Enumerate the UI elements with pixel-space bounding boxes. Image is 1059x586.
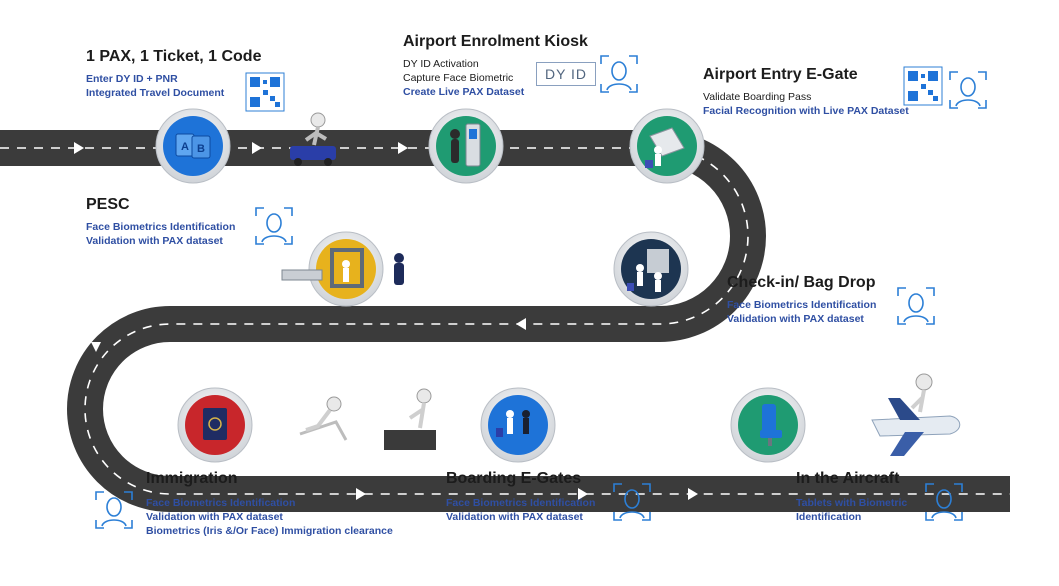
step-line: Face Biometrics Identification <box>146 497 296 509</box>
arrow-right-icon <box>356 488 366 500</box>
arrow-down-icon <box>91 342 101 352</box>
security-scanner-icon <box>281 231 404 307</box>
step-line: Identification <box>796 511 862 523</box>
road-arrows <box>74 142 698 500</box>
step-immigration: Immigration Face Biometrics Identificati… <box>146 470 393 538</box>
figure-relaxing-illustration <box>299 396 348 441</box>
step-title: Airport Entry E-Gate <box>703 66 858 83</box>
face-scan-icon <box>255 207 293 245</box>
passport-icon <box>177 387 253 463</box>
step-title: Check-in/ Bag Drop <box>727 274 876 291</box>
step-title: 1 PAX, 1 Ticket, 1 Code <box>86 48 262 65</box>
step-line: DY ID Activation <box>403 58 479 70</box>
arrow-right-icon <box>688 488 698 500</box>
step-line: Facial Recognition with Live PAX Dataset <box>703 105 909 117</box>
ab-documents-icon: A B <box>155 108 231 184</box>
step-checkin-bag-drop: Check-in/ Bag Drop Face Biometrics Ident… <box>727 274 876 326</box>
step-line: Face Biometrics Identification <box>86 221 236 233</box>
face-scan-icon <box>949 71 987 109</box>
aircraft-seat-icon <box>730 387 806 463</box>
arrow-left-icon <box>516 318 526 330</box>
step-line: Create Live PAX Dataset <box>403 86 525 98</box>
step-line: Tablets with Biometric <box>796 497 908 509</box>
arrow-right-icon <box>252 142 262 154</box>
face-scan-icon <box>613 483 651 521</box>
boarding-icon <box>480 387 556 463</box>
svg-text:B: B <box>197 143 205 155</box>
qr-code-icon <box>903 66 943 106</box>
step-line: Face Biometrics Identification <box>727 299 877 311</box>
step-title: Immigration <box>146 470 238 487</box>
step-line: Validation with PAX dataset <box>146 511 283 523</box>
arrow-right-icon <box>74 142 84 154</box>
step-title: Airport Enrolment Kiosk <box>403 33 588 50</box>
step-enrolment-kiosk: Airport Enrolment Kiosk DY ID Activation… <box>403 33 588 99</box>
step-pesc: PESC Face Biometrics Identification Vali… <box>86 196 235 248</box>
face-scan-icon <box>897 287 935 325</box>
figure-on-cart-illustration <box>290 112 336 166</box>
step-in-aircraft: In the Aircraft Tablets with Biometric I… <box>796 470 907 524</box>
step-title: PESC <box>86 196 130 213</box>
step-line: Validate Boarding Pass <box>703 91 812 103</box>
step-line: Validation with PAX dataset <box>86 235 223 247</box>
step-line: Integrated Travel Document <box>86 87 225 99</box>
step-line: Validation with PAX dataset <box>446 511 583 523</box>
road <box>0 130 1010 512</box>
svg-text:A: A <box>181 141 189 153</box>
dy-id-badge: DY ID <box>536 62 596 86</box>
step-title: Boarding E-Gates <box>446 470 582 487</box>
bag-drop-icon <box>613 231 689 307</box>
step-line: Biometrics (Iris &/Or Face) Immigration … <box>146 525 393 537</box>
step-line: Capture Face Biometric <box>403 72 514 84</box>
entry-gate-icon <box>629 108 705 184</box>
figure-shopping-illustration <box>384 388 436 450</box>
step-line: Enter DY ID + PNR <box>86 73 178 85</box>
face-scan-icon <box>925 483 963 521</box>
step-line: Validation with PAX dataset <box>727 313 864 325</box>
kiosk-icon <box>428 108 504 184</box>
figure-on-airplane-illustration <box>871 373 961 456</box>
arrow-right-icon <box>578 488 588 500</box>
face-scan-icon <box>600 55 638 93</box>
step-entry-egate: Airport Entry E-Gate Validate Boarding P… <box>703 66 909 118</box>
qr-code-icon <box>245 72 285 112</box>
step-line: Face Biometrics Identification <box>446 497 596 509</box>
step-boarding-egates: Boarding E-Gates Face Biometrics Identif… <box>446 470 595 524</box>
step-pax-ticket-code: 1 PAX, 1 Ticket, 1 Code Enter DY ID + PN… <box>86 48 261 100</box>
step-title: In the Aircraft <box>796 470 900 487</box>
arrow-right-icon <box>398 142 408 154</box>
face-scan-icon <box>95 491 133 529</box>
